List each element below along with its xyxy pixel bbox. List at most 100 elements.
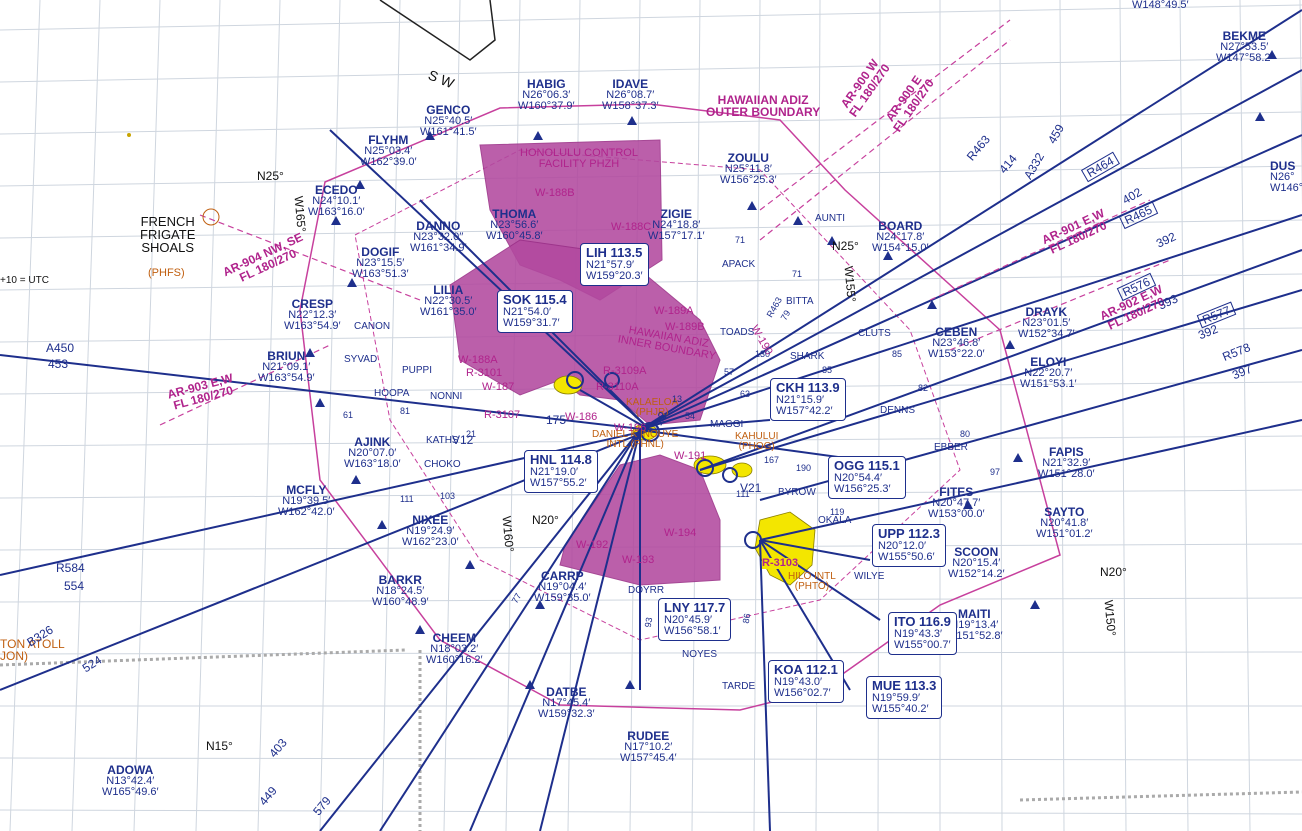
- lat-n25: N25°: [257, 169, 284, 183]
- phfs-label: (PHFS): [148, 267, 185, 279]
- mileage-130: 130: [755, 349, 771, 359]
- lat-n20-east: N20°: [1100, 565, 1127, 579]
- adiz-outer: [299, 103, 1061, 711]
- w-188c: W-188C: [611, 221, 652, 233]
- w-189b: W-189B: [665, 321, 705, 333]
- r-3109a: R-3109A: [603, 365, 647, 377]
- rp-hoopa: HOOPA: [374, 388, 410, 399]
- utc-label: +10 = UTC: [0, 275, 49, 286]
- mileage-21: 21: [466, 429, 477, 439]
- w-192: W-192: [576, 539, 609, 551]
- airport-phto: HILO INTL (PHTO): [788, 571, 836, 592]
- w-189a: W-189A: [654, 305, 694, 317]
- w-188b: W-188B: [535, 187, 575, 199]
- mileage-57: 57: [724, 367, 735, 377]
- fix-top: W148°49.5′: [1132, 0, 1189, 11]
- rp-tarde: TARDE: [722, 681, 756, 692]
- route-v12-west: V12: [452, 433, 474, 447]
- lat-n15: N15°: [206, 739, 233, 753]
- route-a450-mea: 453: [48, 357, 69, 371]
- fix-markers: [305, 50, 1277, 689]
- rp-nonni: NONNI: [430, 391, 463, 402]
- lat-n20: N20°: [532, 513, 559, 527]
- mileage-80: 80: [960, 429, 971, 439]
- refuel-tracks: [159, 19, 1171, 426]
- rp-kaths: KATHS: [426, 435, 459, 446]
- rp-denns: DENNS: [880, 405, 916, 416]
- r-3103: R-3103: [762, 557, 799, 569]
- dotted-boundary-east: [1019, 790, 1302, 802]
- route-v21: V21: [740, 481, 762, 495]
- rp-wilye: WILYE: [854, 571, 885, 582]
- rp-maggi: MAGGI: [710, 419, 744, 430]
- rp-bitta: BITTA: [786, 296, 814, 307]
- rp-puppi: PUPPI: [402, 365, 433, 376]
- rp-aunti: AUNTI: [815, 213, 845, 224]
- mileage-61: 61: [343, 410, 354, 420]
- star-marker: [127, 133, 131, 137]
- rp-apack: APACK: [722, 259, 756, 270]
- mileage-82: 82: [918, 383, 929, 393]
- route-r584: R584: [56, 561, 85, 575]
- r-3101: R-3101: [466, 367, 503, 379]
- w-186: W-186: [565, 411, 598, 423]
- fir-boundary: [379, 0, 496, 61]
- french-frigate-marker: [202, 208, 220, 226]
- lat-n25-east: N25°: [832, 239, 859, 253]
- rp-toads: TOADS: [720, 327, 755, 338]
- mileage-190: 190: [796, 463, 812, 473]
- rp-shark: SHARK: [790, 351, 825, 362]
- mileage-81: 81: [400, 406, 411, 416]
- airport-phjr: KALAELOA (PHJR): [626, 397, 679, 418]
- mileage-111b: 111: [400, 494, 414, 504]
- hcf-label: HONOLULU CONTROL FACILITY PHZH: [520, 147, 638, 170]
- rp-ebber: EBBER: [934, 442, 968, 453]
- lon-w160: W160°: [499, 515, 517, 553]
- rp-syvad: SYVAD: [344, 354, 378, 365]
- mileage-167: 167: [764, 455, 780, 465]
- mileage-13: 13: [672, 394, 683, 404]
- vor-markers: [566, 371, 762, 549]
- lon-w165: W165°: [291, 195, 309, 233]
- mileage-63: 63: [740, 389, 751, 399]
- mileage-85b: 85: [892, 349, 903, 359]
- mileage-93: 93: [642, 616, 655, 629]
- w-194: W-194: [664, 527, 697, 539]
